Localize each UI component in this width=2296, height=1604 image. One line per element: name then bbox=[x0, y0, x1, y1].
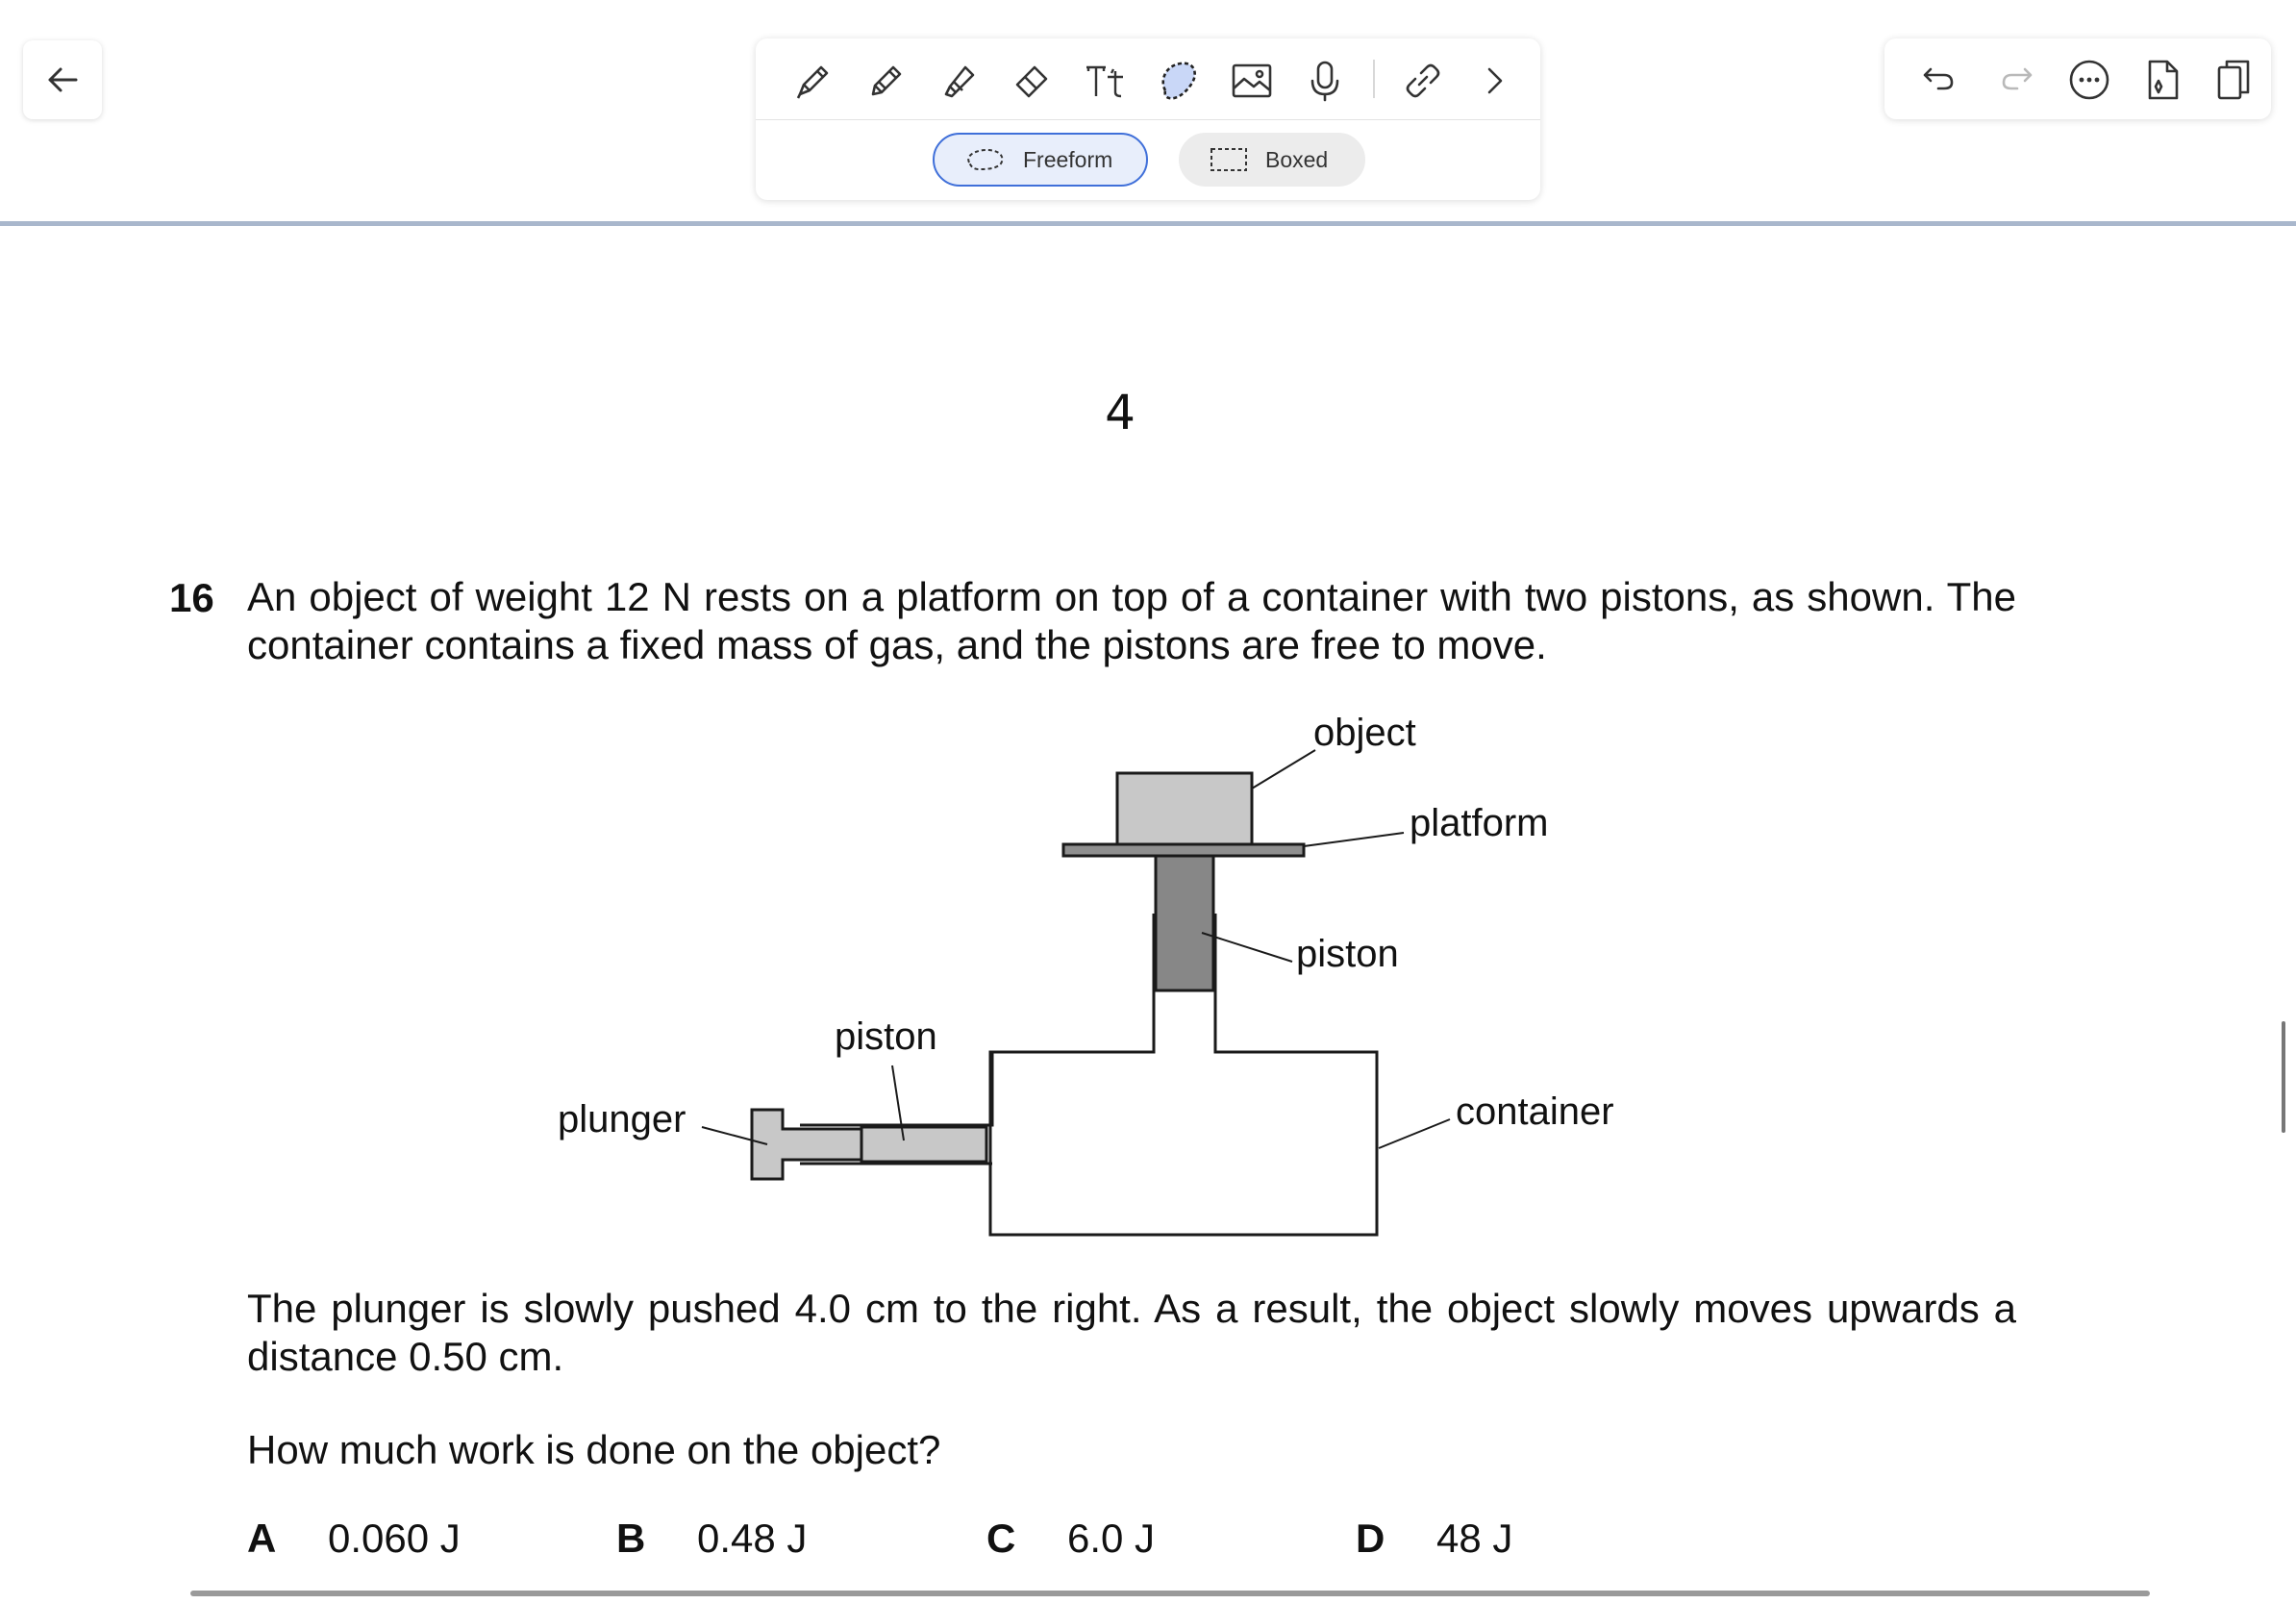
label-piston-left: piston bbox=[835, 1015, 937, 1058]
label-piston-top: piston bbox=[1296, 933, 1399, 975]
image-icon bbox=[1232, 63, 1272, 98]
highlighter-tool[interactable] bbox=[933, 54, 986, 108]
chevron-right-icon bbox=[1487, 67, 1503, 94]
vertical-scrollbar[interactable] bbox=[2282, 1021, 2285, 1133]
container-outline bbox=[988, 990, 1379, 1237]
pen-icon bbox=[796, 65, 829, 99]
toolbar-divider bbox=[756, 119, 1540, 120]
undo-button[interactable] bbox=[1913, 54, 1965, 106]
question-number: 16 bbox=[169, 575, 214, 620]
new-page-icon bbox=[2148, 60, 2179, 100]
eraser-tool[interactable] bbox=[1006, 54, 1060, 108]
boxed-lasso-icon bbox=[1210, 148, 1247, 171]
question-body-line: The plunger is slowly pushed 4.0 cm to t… bbox=[247, 1286, 2016, 1331]
pen-tool[interactable] bbox=[786, 54, 840, 108]
leader-container bbox=[1378, 1118, 1451, 1149]
image-tool[interactable] bbox=[1225, 54, 1279, 108]
arrow-left-icon bbox=[48, 67, 78, 92]
back-button[interactable] bbox=[23, 40, 102, 119]
drawing-tools-panel: Freeform Boxed bbox=[756, 38, 1540, 200]
platform bbox=[1061, 842, 1306, 858]
label-plunger: plunger bbox=[558, 1098, 686, 1140]
new-page-button[interactable] bbox=[2136, 54, 2188, 106]
side-piston bbox=[860, 1125, 988, 1164]
option-b: B 0.48 J bbox=[616, 1516, 807, 1562]
option-value: 0.060 J bbox=[328, 1516, 461, 1561]
leader-plunger bbox=[701, 1126, 768, 1145]
undo-icon bbox=[1923, 67, 1954, 90]
text-tool[interactable] bbox=[1079, 54, 1133, 108]
pages-icon bbox=[2217, 60, 2250, 100]
freeform-label: Freeform bbox=[1023, 146, 1113, 172]
option-value: 0.48 J bbox=[697, 1516, 808, 1561]
option-letter: D bbox=[1356, 1516, 1385, 1561]
microphone-tool[interactable] bbox=[1298, 54, 1352, 108]
page-bottom-rule bbox=[190, 1591, 2150, 1596]
boxed-label: Boxed bbox=[1265, 146, 1329, 172]
lasso-icon bbox=[1161, 62, 1196, 100]
link-tool[interactable] bbox=[1396, 54, 1450, 108]
more-options-button[interactable] bbox=[2063, 54, 2115, 106]
leader-object bbox=[1251, 749, 1316, 789]
question-intro-line: container contains a fixed mass of gas, … bbox=[247, 622, 1547, 667]
link-icon bbox=[1406, 63, 1440, 98]
freeform-lasso-icon bbox=[967, 148, 1004, 171]
freeform-mode-button[interactable]: Freeform bbox=[933, 133, 1148, 187]
piston-container-diagram: object platform piston piston plunger co… bbox=[538, 702, 1692, 1245]
microphone-icon bbox=[1310, 61, 1339, 102]
option-letter: C bbox=[986, 1516, 1016, 1561]
object-block bbox=[1115, 771, 1254, 846]
top-piston bbox=[1154, 844, 1215, 992]
text-icon bbox=[1086, 65, 1123, 98]
option-value: 6.0 J bbox=[1067, 1516, 1156, 1561]
highlighter-icon bbox=[944, 65, 975, 98]
pages-overview-button[interactable] bbox=[2208, 54, 2259, 106]
label-container: container bbox=[1456, 1090, 1614, 1133]
boxed-mode-button[interactable]: Boxed bbox=[1179, 133, 1365, 187]
option-a: A 0.060 J bbox=[247, 1516, 461, 1562]
question-intro: An object of weight 12 N rests on a plat… bbox=[247, 573, 2016, 669]
leader-piston-top bbox=[1201, 932, 1293, 963]
toolbar-separator bbox=[1373, 60, 1375, 98]
leader-piston-left bbox=[891, 1065, 905, 1141]
label-object: object bbox=[1313, 712, 1416, 754]
toolbar-bottom-border bbox=[0, 221, 2296, 226]
pencil-icon bbox=[871, 65, 902, 96]
redo-button[interactable] bbox=[1990, 54, 2042, 106]
question-prompt: How much work is done on the object? bbox=[247, 1427, 941, 1472]
page-number: 4 bbox=[1105, 385, 1136, 440]
option-d: D 48 J bbox=[1356, 1516, 1512, 1562]
more-tools-button[interactable] bbox=[1467, 54, 1521, 108]
question-body-line: distance 0.50 cm. bbox=[247, 1334, 564, 1379]
option-c: C 6.0 J bbox=[986, 1516, 1155, 1562]
leader-platform bbox=[1303, 832, 1405, 847]
option-value: 48 J bbox=[1436, 1516, 1513, 1561]
more-icon bbox=[2069, 60, 2109, 100]
lasso-tool[interactable] bbox=[1152, 54, 1206, 108]
option-letter: B bbox=[616, 1516, 646, 1561]
pencil-tool[interactable] bbox=[860, 54, 913, 108]
document-actions-panel bbox=[1884, 38, 2271, 119]
top-toolbar: Freeform Boxed bbox=[0, 0, 2296, 223]
diagram-drawing bbox=[701, 749, 1451, 1237]
question-intro-line: An object of weight 12 N rests on a plat… bbox=[247, 574, 2016, 619]
eraser-icon bbox=[1015, 65, 1048, 98]
question-body: The plunger is slowly pushed 4.0 cm to t… bbox=[247, 1285, 2016, 1381]
option-letter: A bbox=[247, 1516, 277, 1561]
redo-icon bbox=[2002, 67, 2033, 90]
plunger-body bbox=[750, 1108, 863, 1181]
label-platform: platform bbox=[1410, 802, 1549, 844]
